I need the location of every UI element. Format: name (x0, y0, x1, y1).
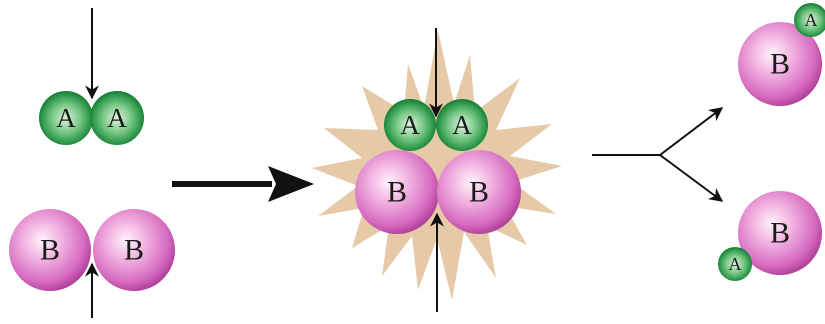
atom-b: B (355, 150, 439, 234)
atom-b: B (9, 209, 91, 291)
atom-a: A (39, 91, 93, 145)
atom-a-label: A (805, 10, 818, 30)
atom-b-label: B (387, 176, 407, 209)
atom-a: A (794, 3, 825, 37)
collision-complex: B B A A (312, 28, 562, 312)
atom-b: B (738, 22, 822, 106)
atom-b: B (437, 150, 521, 234)
product-ab-top: B A (738, 3, 825, 106)
atom-b: B (93, 209, 175, 291)
atom-a: A (436, 99, 488, 151)
collision-burst (312, 30, 562, 300)
reaction-arrow (172, 166, 314, 202)
reactant-a2: A A (39, 8, 144, 145)
atom-a-label: A (400, 110, 420, 140)
atom-a: A (718, 247, 752, 281)
product-fork-arrow (592, 107, 724, 202)
atom-b-label: B (124, 234, 144, 267)
atom-a-label: A (107, 103, 127, 133)
atom-b-label: B (770, 217, 790, 250)
atom-a-label: A (729, 254, 742, 274)
atom-b: B (738, 191, 822, 275)
atom-a: A (384, 99, 436, 151)
product-ab-bottom: B A (718, 191, 822, 281)
atom-a: A (90, 91, 144, 145)
reactant-b2: B B (9, 209, 175, 318)
atom-b-label: B (770, 48, 790, 81)
atom-a-label: A (452, 110, 472, 140)
atom-a-label: A (56, 103, 76, 133)
atom-b-label: B (40, 234, 60, 267)
atom-b-label: B (469, 176, 489, 209)
